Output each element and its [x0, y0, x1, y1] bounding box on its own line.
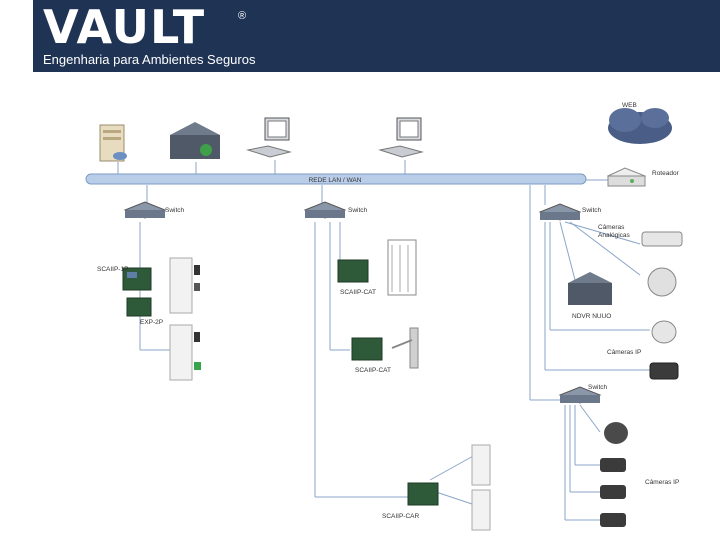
ip-cameras-label: Câmeras IP — [645, 479, 679, 486]
ndvr-icon — [568, 272, 612, 305]
recorder-icon — [170, 122, 220, 159]
controller-board-icon — [337, 259, 369, 283]
ip-bullet-camera-icon — [600, 513, 626, 527]
server-icon — [99, 124, 127, 162]
switch-icon — [558, 386, 602, 404]
scaiip-car-label: SCAIIP-CAR — [382, 513, 420, 520]
ip-bullet-camera-icon — [600, 485, 626, 499]
door-reader-icon — [169, 257, 200, 314]
switch-icon — [538, 203, 582, 221]
switch-label: Switch — [582, 207, 602, 214]
registered-mark: ® — [238, 10, 247, 22]
connection-lines — [117, 160, 650, 521]
controller-board-icon — [407, 482, 439, 506]
switch-label: Switch — [588, 384, 608, 391]
controller-board-icon — [351, 337, 383, 361]
analog-cameras-label: Câmeras Analógicas — [598, 224, 631, 239]
router-icon — [606, 167, 647, 187]
web-label: WEB — [622, 102, 637, 109]
lan-bus — [85, 173, 587, 185]
door-reader-icon — [169, 324, 201, 381]
ip-dome-camera-icon — [651, 320, 677, 344]
scaiip-cat-label: SCAIIP-CAT — [355, 367, 391, 374]
dome-camera-icon — [647, 267, 677, 297]
header-banner: VAULT ® Engenharia para Ambientes Seguro… — [33, 0, 720, 72]
workstation-icon — [378, 117, 424, 158]
web-cloud-icon — [608, 108, 672, 144]
ndvr-label: NDVR NUUO — [572, 313, 611, 320]
vault-logo: VAULT — [43, 0, 206, 54]
turnstile-icon — [387, 239, 417, 296]
scaiip-cat-label: SCAIIP-CAT — [340, 289, 376, 296]
controller-board-icon — [122, 267, 152, 291]
bullet-camera-icon — [641, 231, 683, 247]
switch-label: Switch — [165, 207, 185, 214]
car-reader-icon — [471, 444, 491, 486]
scaiip-1p-label: SCAIIP-1P — [97, 266, 128, 273]
car-reader-icon — [471, 489, 491, 531]
switch-label: Switch — [348, 207, 368, 214]
exp-2p-label: EXP-2P — [140, 319, 163, 326]
ip-cameras-label: Câmeras IP — [607, 349, 641, 356]
switch-icon — [123, 201, 167, 219]
switch-icon — [303, 201, 347, 219]
ip-bullet-camera-icon — [600, 458, 626, 472]
tripod-turnstile-icon — [391, 327, 419, 369]
tagline: Engenharia para Ambientes Seguros — [43, 52, 256, 67]
workstation-icon — [246, 117, 292, 158]
router-label: Roteador — [652, 170, 680, 177]
controller-board-icon — [126, 297, 152, 317]
lan-bus-label: REDE LAN / WAN — [309, 177, 362, 184]
ip-bullet-camera-icon — [649, 362, 679, 380]
ip-dome-camera-icon — [604, 422, 628, 444]
